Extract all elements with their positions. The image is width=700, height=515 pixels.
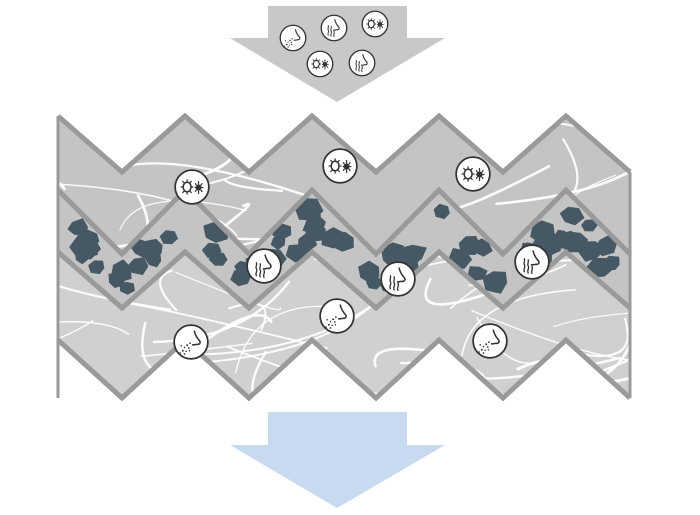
fiber-strand xyxy=(488,86,643,103)
fiber-strand xyxy=(151,93,345,118)
fiber-strand xyxy=(144,390,163,441)
carbon-granule xyxy=(67,218,89,237)
fiber-strand xyxy=(242,78,289,138)
fiber-strand xyxy=(507,407,629,453)
fiber-strand xyxy=(119,200,247,231)
microbe-icon xyxy=(455,156,491,192)
fiber-strand xyxy=(58,320,94,360)
fiber-strand xyxy=(448,400,554,424)
fiber-strand xyxy=(58,320,130,336)
outflow-arrow xyxy=(230,412,445,508)
fiber-strand xyxy=(500,414,700,457)
carbon-granule xyxy=(159,230,179,245)
fiber-strand xyxy=(667,364,700,387)
fiber-strand xyxy=(159,269,178,312)
fiber-strand xyxy=(103,97,226,124)
fiber-strand xyxy=(587,101,621,104)
carbon-granule xyxy=(382,242,404,266)
carbon-granule xyxy=(467,266,488,281)
carbon-granule xyxy=(298,233,318,251)
carbon-granule xyxy=(73,234,92,254)
carbon-granule xyxy=(458,236,480,256)
carbon-granule xyxy=(201,242,222,259)
fiber-strand xyxy=(553,310,630,328)
fiber-strand xyxy=(694,235,700,273)
fiber-strand xyxy=(251,350,297,398)
layer-boundary xyxy=(56,112,632,176)
carbon-granule xyxy=(144,253,162,268)
fiber-strand xyxy=(0,132,35,154)
filter-layers xyxy=(0,63,700,457)
carbon-granule xyxy=(270,232,286,250)
odor-icon xyxy=(514,244,550,280)
fiber-strand xyxy=(556,63,700,104)
fiber-strand xyxy=(0,337,55,370)
carbon-granule xyxy=(77,229,100,249)
carbon-granule xyxy=(482,271,508,294)
fiber-strand xyxy=(118,300,328,350)
carbon-granule xyxy=(111,259,132,283)
fiber-strand xyxy=(632,310,668,348)
carbon-granule xyxy=(234,261,250,275)
nose-dust-icon xyxy=(279,24,307,52)
fiber-strand xyxy=(461,288,577,356)
layer-boundary xyxy=(56,248,632,312)
microbe-icon xyxy=(361,10,389,38)
nose-dust-icon xyxy=(472,323,508,359)
fiber-strand xyxy=(2,360,48,395)
fiber-strand xyxy=(0,114,37,137)
fiber-strand xyxy=(223,178,284,192)
fiber-strand xyxy=(424,277,488,306)
nose-dust-icon xyxy=(173,324,209,360)
fiber-strand xyxy=(17,200,44,250)
odor-icon xyxy=(320,14,348,42)
carbon-granule xyxy=(366,276,383,290)
fiber-strand xyxy=(656,385,672,429)
microbe-icon xyxy=(322,148,358,184)
fiber-strand xyxy=(190,298,381,356)
layer-boundary xyxy=(56,186,632,258)
fiber-strand xyxy=(471,310,630,363)
carbon-granule xyxy=(554,229,569,242)
fiber-strand xyxy=(16,154,40,196)
carbon-granule xyxy=(230,270,252,287)
carbon-granule xyxy=(578,241,605,262)
fiber-strand xyxy=(68,76,116,115)
odor-icon xyxy=(246,248,282,284)
fiber-strand xyxy=(689,309,700,366)
carbon-granule xyxy=(559,206,585,226)
odor-icon xyxy=(380,261,416,297)
fiber-strand xyxy=(0,171,52,230)
fiber-strand xyxy=(0,87,24,144)
fiber-strand xyxy=(228,302,267,331)
microbe-icon xyxy=(174,169,210,205)
fiber-strand xyxy=(495,155,630,206)
carbon-granule xyxy=(530,220,556,245)
carbon-granule xyxy=(321,227,345,249)
carbon-granule xyxy=(128,257,149,276)
odor-icon xyxy=(348,49,376,77)
fiber-strand xyxy=(510,375,630,398)
fiber-strand xyxy=(597,408,700,431)
carbon-granule xyxy=(119,281,135,295)
coarse-fiber-layer-bg xyxy=(58,116,630,254)
microbe-icon xyxy=(306,50,334,78)
fiber-strand xyxy=(637,237,700,304)
fiber-strand xyxy=(0,217,40,240)
carbon-granule xyxy=(586,257,614,278)
nose-dust-icon xyxy=(319,298,355,334)
carbon-granule xyxy=(88,260,105,275)
fiber-strand xyxy=(667,275,700,314)
fiber-strand xyxy=(163,395,216,398)
layer-boundary xyxy=(56,336,632,402)
carbon-granule xyxy=(581,219,598,232)
fiber-strand xyxy=(535,395,608,398)
carbon-granule xyxy=(433,203,450,220)
